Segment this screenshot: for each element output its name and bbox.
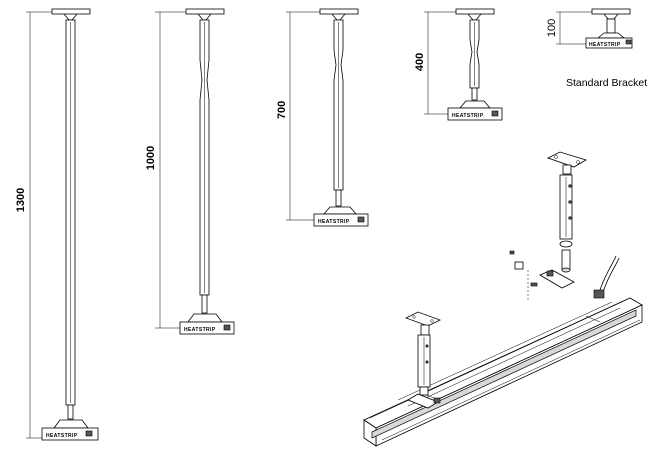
exploded-heater-assembly xyxy=(363,151,643,447)
dimension-label-1300: 1300 xyxy=(15,188,27,212)
heatstrip-logo-400: HEATSTRIP xyxy=(452,113,484,119)
pole-assembly-400: 400 HEATSTRIP xyxy=(414,8,503,121)
dimension-label-700: 700 xyxy=(276,101,288,119)
heatstrip-logo-700: HEATSTRIP xyxy=(318,219,350,225)
pole-assembly-700: 700 HEATSTRIP xyxy=(276,8,369,227)
pole-assembly-1300: 1300 HEATSTRIP xyxy=(15,8,99,441)
dimension-label-400: 400 xyxy=(414,53,426,71)
dimension-label-100: 100 xyxy=(546,19,558,37)
pole-assembly-1000: 1000 HEATSTRIP xyxy=(145,8,235,335)
heatstrip-logo-1300: HEATSTRIP xyxy=(46,433,78,439)
heatstrip-logo-bracket: HEATSTRIP xyxy=(589,42,621,48)
standard-bracket-assembly: 100 HEATSTRIP Standard Bracket xyxy=(546,8,647,89)
heatstrip-logo-1000: HEATSTRIP xyxy=(184,327,216,333)
dimension-label-1000: 1000 xyxy=(145,146,157,170)
standard-bracket-caption: Standard Bracket xyxy=(566,77,647,89)
